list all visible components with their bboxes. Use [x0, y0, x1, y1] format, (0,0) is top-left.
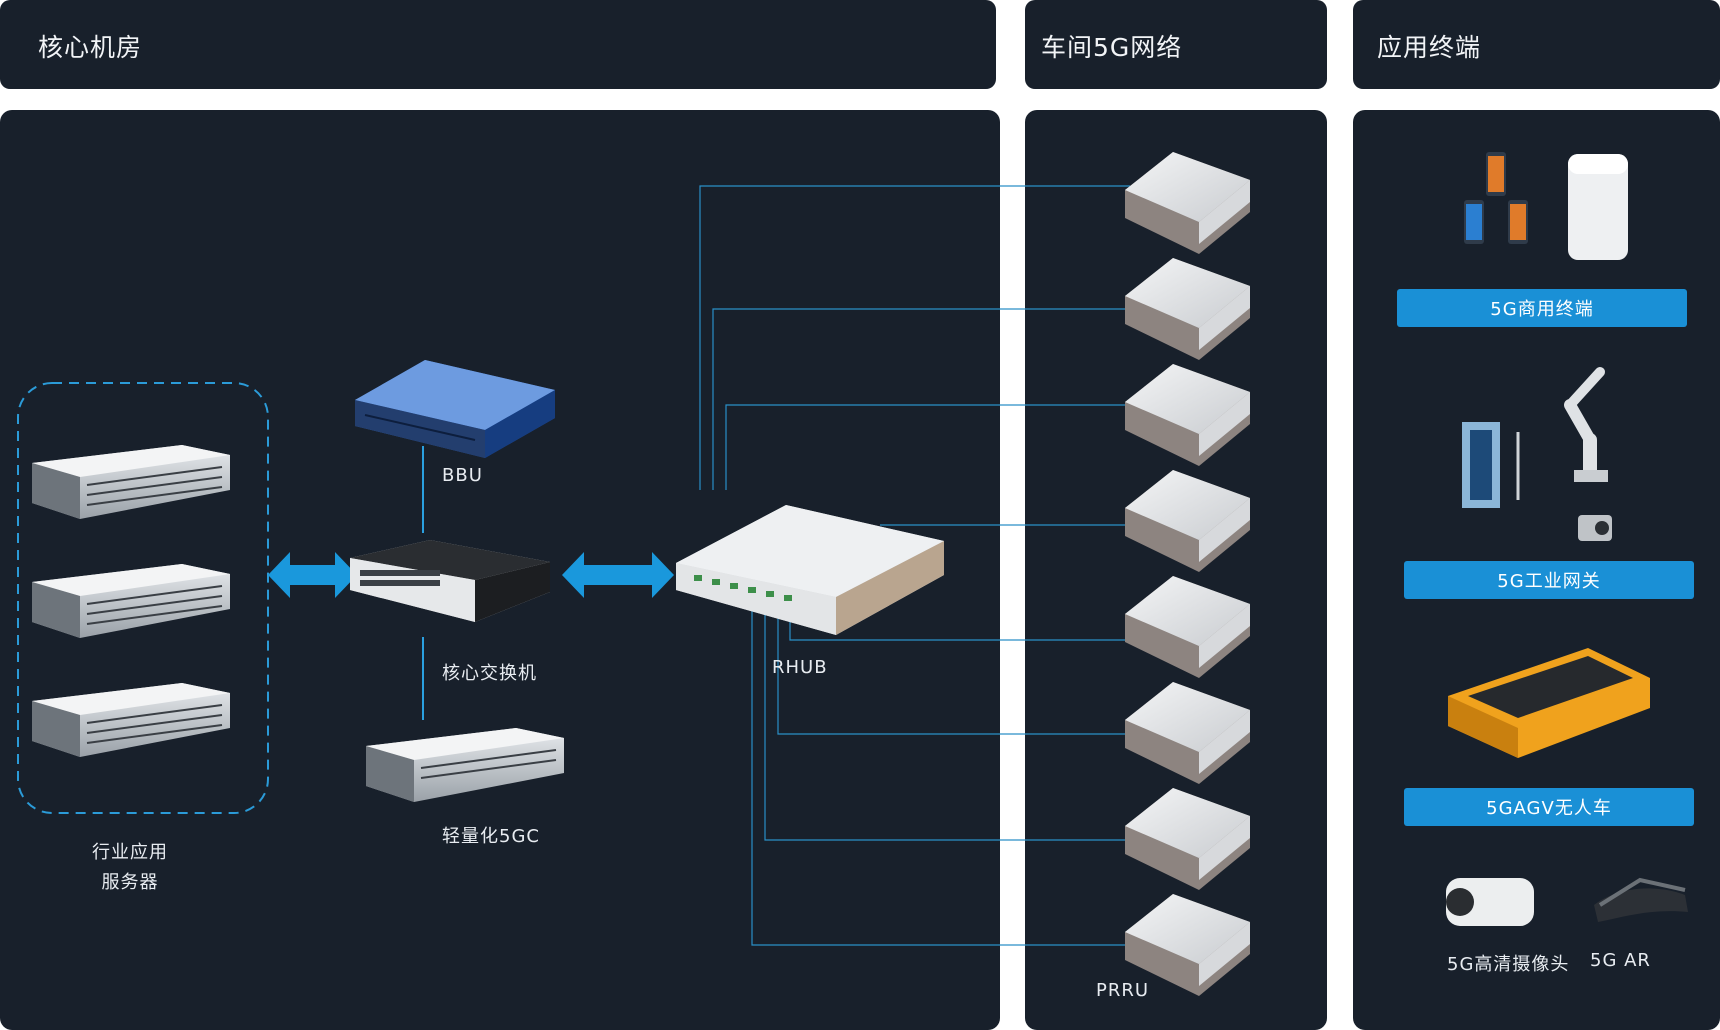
ar-glasses-icon — [1594, 877, 1688, 922]
fiber-links — [699, 185, 1130, 946]
core-switch-label: 核心交换机 — [442, 663, 537, 684]
rhub-device — [676, 505, 944, 635]
servers-label-line1: 行业应用 — [92, 842, 168, 863]
server-group-outline — [17, 382, 269, 814]
terminal-agv-badge: 5GAGV无人车 — [1404, 788, 1694, 826]
bbu-label: BBU — [442, 465, 483, 486]
agv-vehicle-icon — [1448, 648, 1650, 758]
prru-unit — [1125, 682, 1250, 784]
bbu-device — [355, 360, 555, 458]
prru-unit — [1125, 576, 1250, 678]
servers-label: 行业应用 服务器 — [92, 838, 168, 898]
rack-server — [32, 683, 230, 757]
robot-arm-icon — [1564, 367, 1608, 482]
prru-unit — [1125, 152, 1250, 254]
camera-sensor-icon — [1578, 515, 1612, 541]
prru-label: PRRU — [1096, 980, 1150, 1001]
smartphone-icon — [1464, 152, 1528, 244]
ar-label: 5G AR — [1590, 950, 1651, 971]
header-core-room-title: 核心机房 — [38, 33, 143, 62]
industrial-gateway-icon — [1462, 422, 1520, 508]
prru-unit — [1125, 788, 1250, 890]
double-arrow-left — [268, 552, 357, 598]
terminal-gateway-badge: 5G工业网关 — [1404, 561, 1694, 599]
header-terminals: 应用终端 — [1353, 0, 1720, 89]
light-5gc-device — [366, 728, 564, 802]
rhub-label: RHUB — [772, 657, 828, 678]
header-workshop-5g-title: 车间5G网络 — [1041, 33, 1183, 62]
rack-server — [32, 564, 230, 638]
hd-camera-label: 5G高清摄像头 — [1447, 954, 1570, 975]
core-switch-device — [350, 540, 550, 622]
terminal-commercial-badge: 5G商用终端 — [1397, 289, 1687, 327]
double-arrow-right — [562, 552, 674, 598]
cpe-router-icon — [1568, 154, 1628, 260]
prru-unit — [1125, 364, 1250, 466]
rack-server — [32, 445, 230, 519]
prru-unit — [1125, 894, 1250, 996]
header-workshop-5g: 车间5G网络 — [1025, 0, 1327, 89]
prru-unit — [1125, 470, 1250, 572]
servers-label-line2: 服务器 — [101, 872, 159, 893]
header-core-room: 核心机房 — [0, 0, 996, 89]
prru-unit — [1125, 258, 1250, 360]
hd-camera-icon — [1446, 878, 1534, 926]
header-terminals-title: 应用终端 — [1377, 33, 1482, 62]
light-5gc-label: 轻量化5GC — [442, 826, 540, 847]
